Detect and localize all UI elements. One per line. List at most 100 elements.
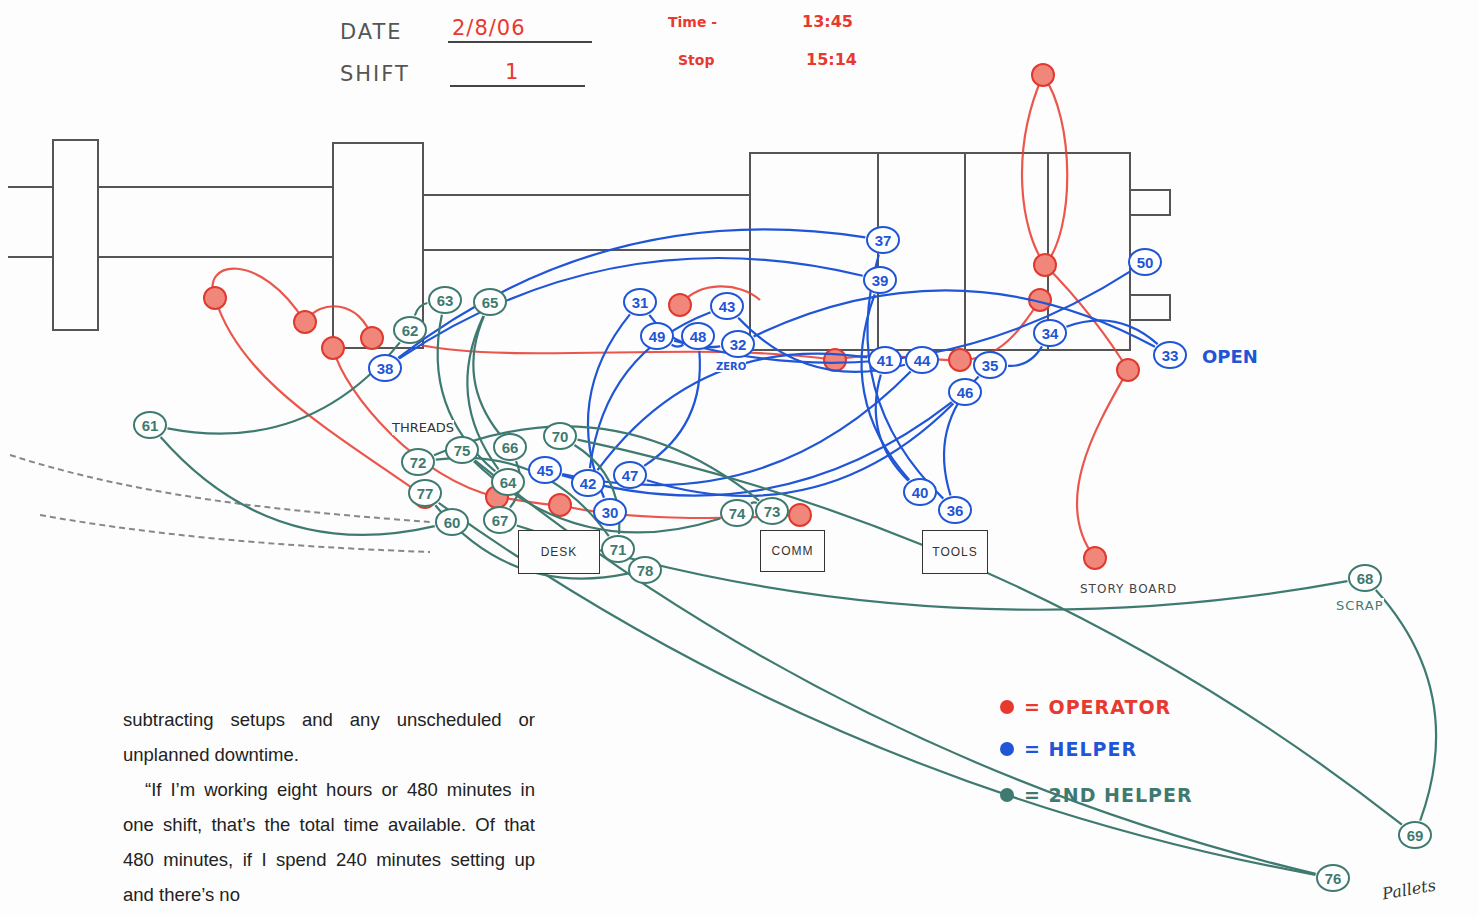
- step-circle: 68: [1348, 564, 1382, 592]
- step-circle: 42: [571, 469, 605, 497]
- legend-text: = HELPER: [1024, 738, 1137, 760]
- movement-path: [1066, 320, 1157, 344]
- step-circle: 49: [640, 322, 674, 350]
- step-circle: 74: [720, 499, 754, 527]
- movement-path: [862, 294, 910, 480]
- step-number: 34: [1042, 325, 1059, 342]
- step-number: 63: [437, 292, 454, 309]
- step-circle: 61: [133, 411, 167, 439]
- step-circle: 30: [593, 498, 627, 526]
- movement-path: [674, 271, 1131, 363]
- step-number: 45: [537, 462, 554, 479]
- step-number: 32: [730, 336, 747, 353]
- legend-row: = 2ND HELPER: [1000, 784, 1193, 806]
- time-value: 13:45: [802, 12, 853, 31]
- step-circle: 70: [543, 422, 577, 450]
- step-circle: 44: [905, 346, 939, 374]
- step-number: 72: [410, 454, 427, 471]
- step-circle: 71: [601, 535, 635, 563]
- movement-path: [754, 290, 1155, 346]
- step-circle: 76: [1316, 864, 1350, 892]
- step-number: 67: [492, 512, 509, 529]
- movement-path: [439, 503, 1316, 875]
- area-label: STORY BOARD: [1080, 582, 1177, 596]
- step-number: 73: [764, 503, 781, 520]
- station-box: DESK: [518, 530, 600, 574]
- step-circle: 43: [710, 292, 744, 320]
- time-name: Stop: [678, 52, 714, 68]
- step-circle: 41: [868, 346, 902, 374]
- body-text: “If I’m working eight hours or 480 minut…: [123, 772, 535, 912]
- step-circle: 63: [428, 286, 462, 314]
- step-number: 42: [580, 475, 597, 492]
- time-name: Time -: [668, 14, 717, 30]
- step-number: 47: [622, 467, 639, 484]
- movement-path: [590, 312, 711, 468]
- step-number: 33: [1162, 347, 1179, 364]
- step-circle: 69: [1398, 821, 1432, 849]
- step-number: 49: [649, 328, 666, 345]
- step-circle: 50: [1128, 248, 1162, 276]
- legend-text: = OPERATOR: [1024, 696, 1171, 718]
- step-circle: 33: [1153, 341, 1187, 369]
- legend-swatch: [1000, 742, 1014, 756]
- movement-path: [434, 426, 759, 500]
- step-number: 30: [602, 504, 619, 521]
- movement-path: [475, 460, 1316, 874]
- step-circle: 35: [973, 351, 1007, 379]
- step-circle: 66: [493, 433, 527, 461]
- step-number: 75: [454, 442, 471, 459]
- step-number: 46: [957, 384, 974, 401]
- step-number: 37: [875, 232, 892, 249]
- step-number: 71: [610, 541, 627, 558]
- step-number: 60: [444, 514, 461, 531]
- field-name: SHIFT: [340, 62, 410, 86]
- movement-path: [473, 316, 500, 434]
- movement-path: [398, 229, 865, 357]
- step-number: 39: [872, 272, 889, 289]
- step-circle: 32: [721, 330, 755, 358]
- legend-text: = 2ND HELPER: [1024, 784, 1193, 806]
- step-circle: 62: [393, 316, 427, 344]
- movement-path: [578, 440, 1402, 825]
- area-label: THREADS: [392, 420, 454, 435]
- step-number: 70: [552, 428, 569, 445]
- step-circle: 64: [491, 468, 525, 496]
- legend-swatch: [1000, 700, 1014, 714]
- area-label: ZERO: [716, 361, 746, 372]
- step-circle: 60: [435, 508, 469, 536]
- area-label: Pallets: [1381, 875, 1437, 903]
- step-circle: 40: [903, 478, 937, 506]
- legend-row: = OPERATOR: [1000, 696, 1171, 718]
- step-circle: 65: [473, 288, 507, 316]
- movement-path: [399, 258, 863, 359]
- step-number: 41: [877, 352, 894, 369]
- step-circle: 47: [613, 461, 647, 489]
- step-number: 62: [402, 322, 419, 339]
- movement-path: [161, 437, 435, 535]
- step-number: 69: [1407, 827, 1424, 844]
- station-name: TOOLS: [932, 545, 977, 559]
- time-value: 15:14: [806, 50, 857, 69]
- station-box: TOOLS: [922, 530, 988, 574]
- step-circle: 31: [623, 288, 657, 316]
- station-name: COMM: [772, 544, 814, 558]
- step-number: 61: [142, 417, 159, 434]
- step-circle: 72: [401, 448, 435, 476]
- movement-path: [415, 303, 428, 316]
- step-number: 68: [1357, 570, 1374, 587]
- step-circle: 46: [948, 378, 982, 406]
- step-circle: 67: [483, 506, 517, 534]
- step-number: 31: [632, 294, 649, 311]
- legend-swatch: [1000, 788, 1014, 802]
- step-number: 76: [1325, 870, 1342, 887]
- step-number: 65: [482, 294, 499, 311]
- step-number: 36: [947, 502, 964, 519]
- station-box: COMM: [760, 530, 825, 572]
- step-number: 44: [914, 352, 931, 369]
- step-circle: 48: [681, 322, 715, 350]
- movement-path: [672, 345, 684, 347]
- step-circle: 34: [1033, 319, 1067, 347]
